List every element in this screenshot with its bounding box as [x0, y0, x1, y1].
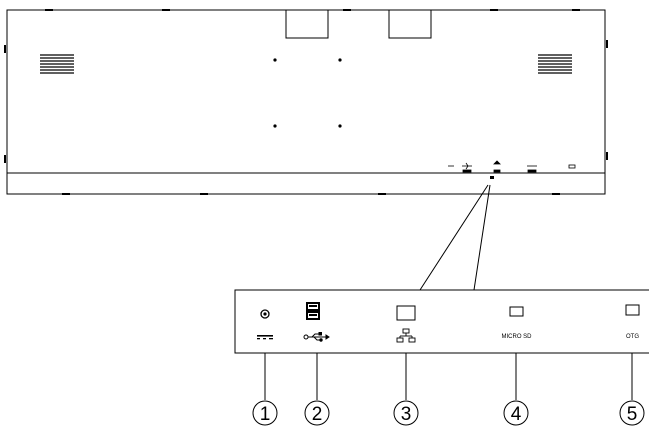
zoom-leader-lines — [419, 184, 491, 291]
network-icon — [396, 328, 416, 343]
usb-ports — [306, 302, 320, 320]
stand-bracket-left — [285, 9, 329, 39]
port-panel: MICRO SD OTG — [234, 289, 649, 354]
callout-number: 1 — [260, 404, 271, 425]
callout-2: 2 — [304, 353, 330, 426]
callout-number: 4 — [511, 404, 522, 425]
vent-grille-right — [538, 54, 572, 74]
dc-power-icon — [257, 335, 273, 340]
dc-power-jack — [260, 309, 270, 319]
usb-icon — [303, 332, 330, 342]
monitor-back — [4, 9, 608, 195]
callout-number: 5 — [627, 404, 638, 425]
callout-3: 3 — [393, 353, 419, 426]
monitor-port-markers — [448, 160, 576, 173]
monitor-bottom-bezel — [6, 172, 606, 195]
port-area-marker — [490, 176, 494, 179]
micro-sd-label: MICRO SD — [502, 334, 533, 340]
vent-grille-left — [40, 54, 74, 74]
callout-4: 4 — [503, 353, 529, 426]
vesa-mount-holes — [273, 58, 342, 128]
port-panel-outline — [234, 289, 649, 354]
callout-1: 1 — [252, 353, 278, 426]
otg-port — [625, 304, 640, 316]
ethernet-port — [396, 305, 416, 321]
otg-label: OTG — [626, 334, 639, 340]
micro-sd-slot — [509, 306, 524, 317]
callout-5: 5 — [619, 353, 645, 426]
stand-bracket-right — [388, 9, 432, 39]
callout-number: 2 — [312, 404, 323, 425]
callout-number: 3 — [401, 404, 412, 425]
